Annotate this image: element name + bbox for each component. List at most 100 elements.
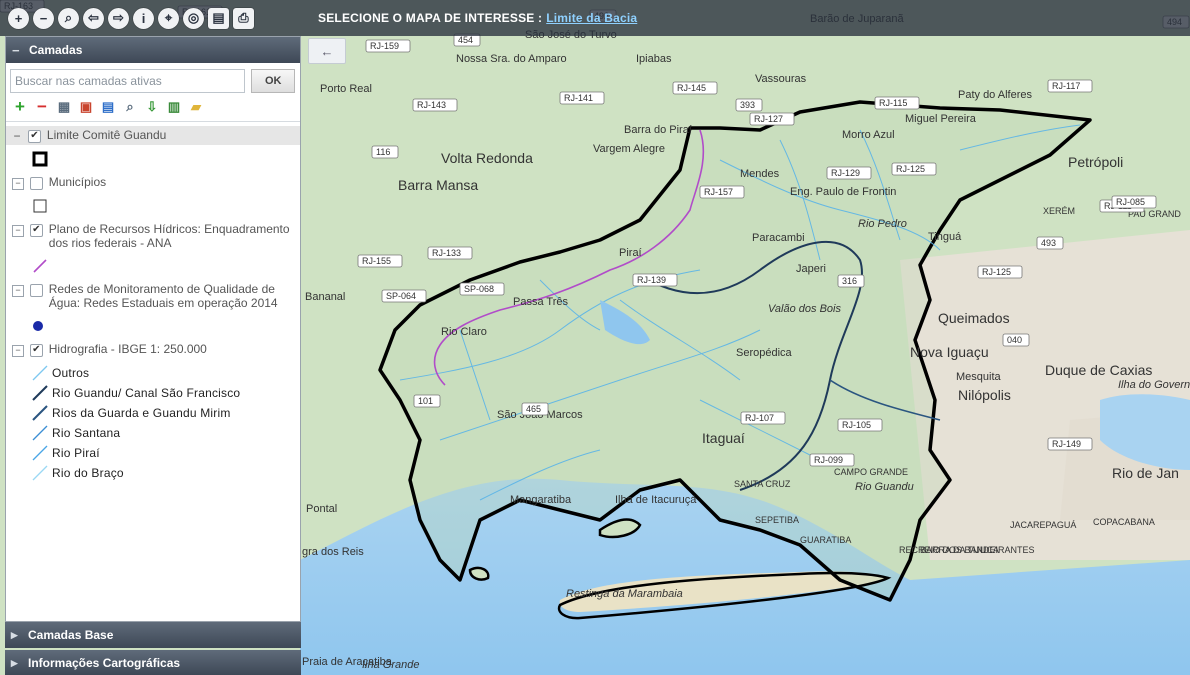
road-shield: [809, 453, 855, 467]
road-shield: [1036, 236, 1064, 250]
add-layer-icon[interactable]: +: [15, 97, 25, 116]
hydro-legend-item: Outros: [32, 363, 300, 383]
road-shield-label: RJ-117: [1052, 81, 1080, 91]
road-shield: [740, 411, 786, 425]
road-shield: [412, 98, 458, 112]
map-place-label: Duque de Caxias: [1045, 362, 1152, 378]
expand-layer-icon[interactable]: −: [12, 178, 24, 190]
road-shield-label: RJ-125: [982, 267, 1011, 277]
road-shield: [459, 282, 505, 296]
road-shield: [874, 96, 920, 110]
collapse-icon: −: [12, 42, 20, 58]
road-shield-label: 393: [740, 100, 755, 110]
road-shield-label: RJ-107: [745, 413, 774, 423]
road-shield: [1111, 195, 1157, 209]
attribute-table-icon[interactable]: ▥: [167, 99, 181, 114]
expand-layer-icon[interactable]: −: [12, 285, 24, 297]
map-place-label: Tinguá: [928, 231, 962, 243]
layer-properties-icon[interactable]: ▦: [57, 99, 71, 114]
road-shield-label: 116: [376, 147, 390, 157]
open-folder-icon[interactable]: ▰: [191, 99, 201, 114]
collapse-layer-icon[interactable]: −: [13, 129, 21, 143]
map-place-label: Japeri: [796, 263, 826, 275]
road-shield-label: RJ-115: [879, 98, 907, 108]
road-shield: [1002, 333, 1030, 347]
hydro-legend-item: Rio do Braço: [32, 463, 300, 483]
zoom-out-icon[interactable]: −: [33, 7, 54, 29]
map-title-link[interactable]: Limite da Bacia: [546, 11, 638, 25]
layer-checkbox[interactable]: ✔: [27, 130, 41, 143]
road-shield: [826, 166, 872, 180]
layer-limite-comite[interactable]: − ✔ Limite Comitê Guandu: [6, 126, 300, 145]
cartographic-info-header[interactable]: ▸ Informações Cartográficas: [5, 650, 301, 675]
collapse-panel-button[interactable]: ←: [308, 38, 346, 64]
hydro-legend-label: Rio Guandu/ Canal São Francisco: [52, 386, 241, 400]
print-icon[interactable]: ⎙: [233, 7, 254, 29]
road-shield: [365, 39, 411, 53]
map-place-label: SEPETIBA: [755, 515, 799, 525]
map-place-label: Paty do Alferes: [958, 89, 1032, 101]
back-arrow-icon[interactable]: ⇦: [83, 7, 104, 29]
layer-municipios[interactable]: − Municípios: [6, 173, 300, 192]
hydro-legend-item: Rio Santana: [32, 423, 300, 443]
search-ok-button[interactable]: OK: [251, 69, 295, 93]
zoom-in-icon[interactable]: +: [8, 7, 29, 29]
layer-search-row: OK: [6, 63, 300, 97]
layer-checkbox[interactable]: [29, 177, 43, 190]
road-shield: [672, 81, 718, 95]
layers-panel-title: Camadas: [29, 43, 83, 57]
download-icon[interactable]: ⇩: [146, 99, 158, 114]
layer-hidrografia[interactable]: − ✔ Hidrografia - IBGE 1: 250.000: [6, 340, 300, 359]
road-shield-label: 465: [526, 404, 541, 414]
layer-checkbox[interactable]: ✔: [29, 344, 43, 357]
forward-arrow-icon[interactable]: ⇨: [108, 7, 129, 29]
legend-point-symbol: [32, 318, 300, 332]
map-place-label: Morro Azul: [842, 129, 895, 141]
road-shield: [559, 91, 605, 105]
road-shield: [749, 112, 795, 126]
road-shield: [977, 265, 1023, 279]
road-shield: [699, 185, 745, 199]
save-icon[interactable]: ▤: [208, 7, 229, 29]
map-place-label: BARRA DA TIJUCA: [920, 545, 999, 555]
zoom-to-layer-icon[interactable]: ⌕: [126, 99, 134, 114]
hydro-legend-item: Rio Piraí: [32, 443, 300, 463]
map-title: SELECIONE O MAPA DE INTERESSE :Limite da…: [298, 11, 637, 25]
map-place-label: COPACABANA: [1093, 517, 1155, 527]
expand-layer-icon[interactable]: −: [12, 225, 24, 237]
hydro-legend-label: Outros: [52, 366, 90, 380]
map-place-label: Bananal: [305, 291, 345, 303]
line-symbol-icon: [32, 405, 48, 421]
remove-layer-icon[interactable]: −: [37, 97, 47, 116]
map-title-prefix: SELECIONE O MAPA DE INTERESSE :: [318, 11, 543, 25]
layer-redes-monitoramento[interactable]: − Redes de Monitoramento de Qualidade de…: [6, 280, 300, 312]
layer-checkbox[interactable]: ✔: [29, 224, 43, 237]
layer-search-input[interactable]: [10, 69, 246, 93]
map-place-label: Rio Pedro: [858, 218, 907, 230]
road-shield-label: 316: [842, 276, 857, 286]
layer-plano-recursos[interactable]: − ✔ Plano de Recursos Hídricos: Enquadra…: [6, 220, 300, 252]
metadata-icon[interactable]: ▤: [101, 99, 115, 114]
expand-layer-icon[interactable]: −: [12, 345, 24, 357]
info-icon[interactable]: i: [133, 7, 154, 29]
layer-name: Limite Comitê Guandu: [46, 128, 167, 142]
layers-panel-header[interactable]: − Camadas: [6, 37, 300, 63]
road-shield-label: RJ-133: [432, 248, 461, 258]
map-place-label: Miguel Pereira: [905, 113, 977, 125]
legend-purple-line-symbol: [32, 258, 300, 273]
map-place-label: Ipiabas: [636, 53, 672, 65]
road-shield: [1047, 437, 1093, 451]
map-place-label: Mesquita: [956, 371, 1002, 383]
map-place-label: Ilha do Governador: [1118, 379, 1190, 391]
road-shield: [891, 162, 937, 176]
target-icon[interactable]: ◎: [183, 7, 204, 29]
cartographic-info-title: Informações Cartográficas: [28, 655, 181, 670]
road-shield-label: RJ-155: [362, 256, 391, 266]
zoom-extent-icon[interactable]: ⌕: [58, 7, 79, 29]
measure-icon[interactable]: ⌖: [158, 7, 179, 29]
base-layers-header[interactable]: ▸ Camadas Base: [5, 622, 301, 648]
layer-style-icon[interactable]: ▣: [79, 99, 93, 114]
road-shield-label: SP-068: [464, 284, 494, 294]
layer-checkbox[interactable]: [29, 284, 43, 297]
